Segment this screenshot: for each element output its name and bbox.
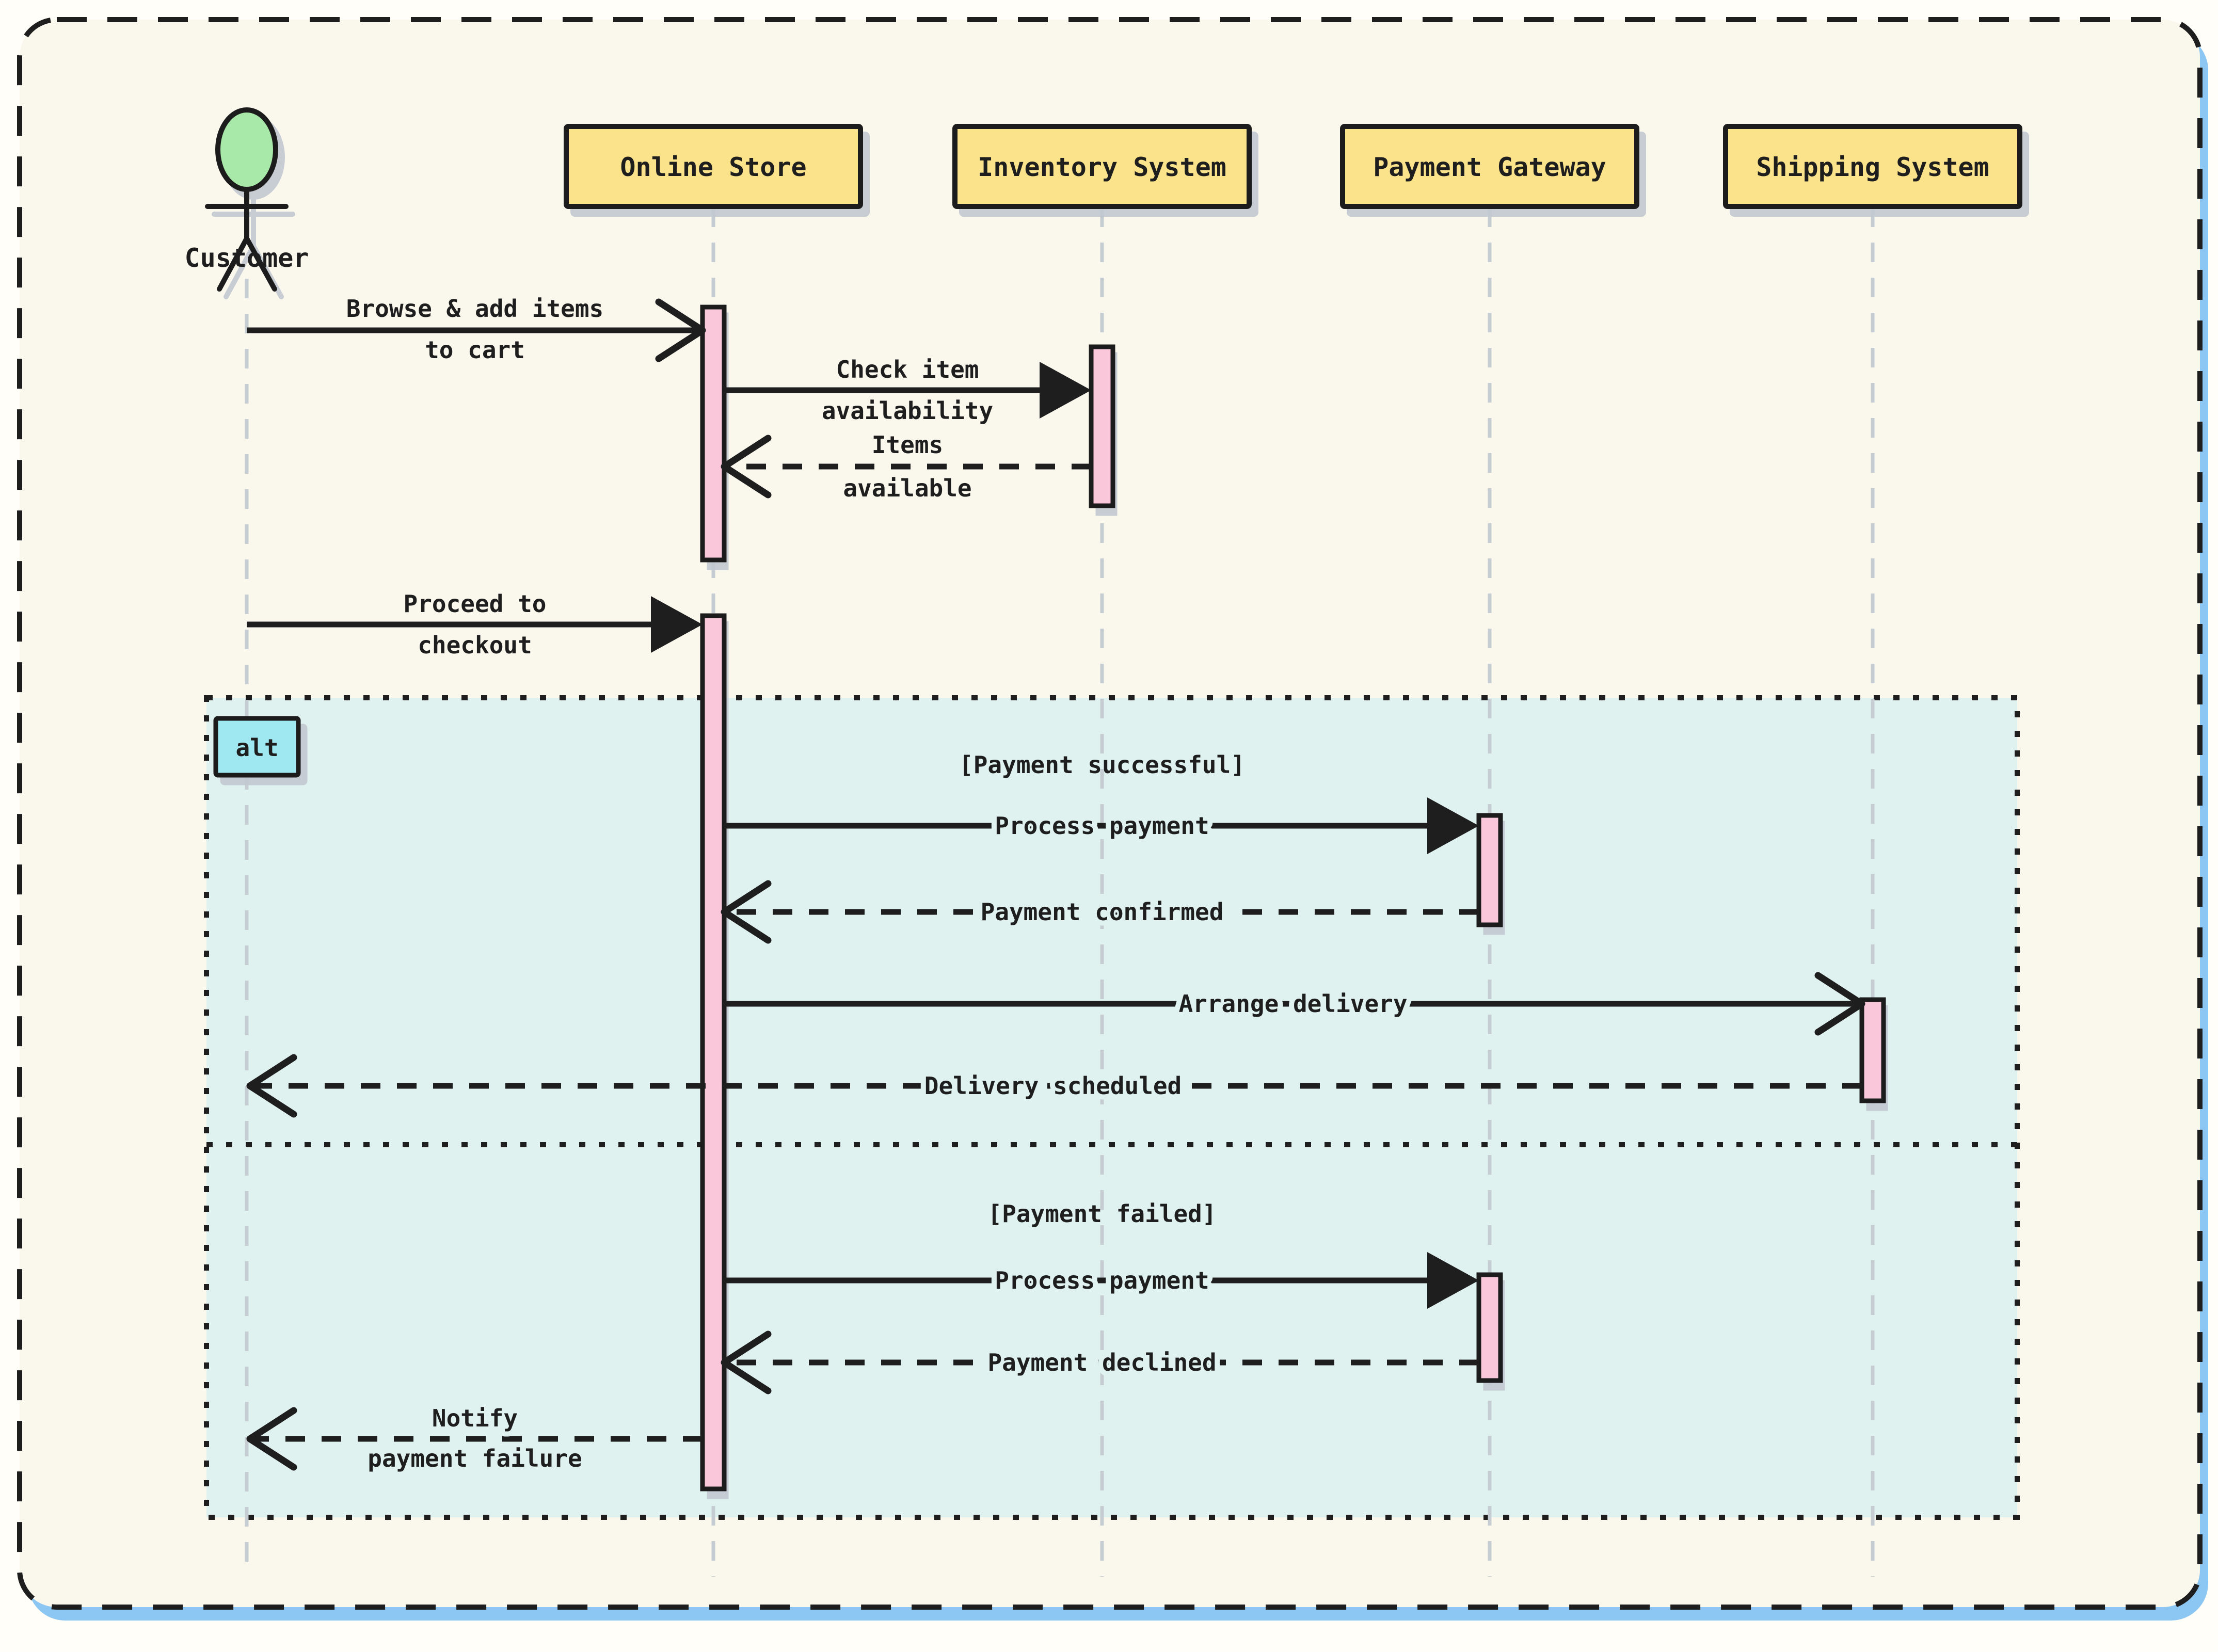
message-confirmed-label: Payment confirmed: [981, 898, 1224, 926]
participant-label-inventory-system: Inventory System: [978, 152, 1226, 182]
message-declined-arrowhead-icon: [721, 1330, 772, 1394]
message-proceed-label-1: Proceed to: [404, 590, 547, 618]
message-arrange-delivery: Arrange delivery: [724, 972, 1865, 1036]
message-check-label-2: availability: [822, 397, 993, 425]
message-notify-failure: Notify payment failure: [246, 1399, 703, 1478]
message-arrange-label: Arrange delivery: [1178, 990, 1407, 1018]
message-notify-label-2: payment failure: [368, 1445, 582, 1472]
participant-online-store: Online Store: [564, 124, 863, 209]
message-items-arrowhead-icon: [721, 435, 772, 499]
participant-box-payment-gateway: [1340, 124, 1639, 209]
message-arrange-arrowhead-icon: [1814, 972, 1865, 1036]
activation-payment-gateway-2: [1476, 1272, 1503, 1383]
message-items-label-2: available: [843, 474, 971, 502]
alt-label-box: [213, 716, 301, 778]
activation-shipping-system: [1859, 997, 1886, 1103]
actor-customer: Customer: [185, 107, 309, 292]
participant-payment-gateway: Payment Gateway: [1340, 124, 1639, 209]
message-declined-label: Payment declined: [987, 1349, 1216, 1376]
message-process-payment-2: Process payment: [724, 1252, 1479, 1309]
message-process2-arrowhead-icon: [1427, 1252, 1479, 1309]
participant-label-online-store: Online Store: [620, 152, 806, 182]
alt-guard-payment-successful: [Payment successful]: [959, 751, 1245, 779]
message-browse-arrowhead-icon: [655, 298, 706, 362]
alt-header: alt [Payment successful] [Payment failed…: [213, 716, 1245, 1228]
message-process1-label: Process payment: [995, 812, 1209, 840]
message-browse-label-2: to cart: [425, 336, 525, 364]
customer-actor-icon: [205, 107, 289, 292]
message-payment-declined: Payment declined: [721, 1330, 1479, 1394]
alt-label: alt: [235, 734, 278, 762]
message-process1-arrowhead-icon: [1427, 797, 1479, 854]
message-delivery-scheduled: Delivery scheduled: [246, 1054, 1862, 1118]
alt-fragment-box: [204, 695, 2020, 1520]
message-check-label-1: Check item: [836, 356, 979, 383]
activation-online-store-1: [700, 304, 727, 563]
message-payment-confirmed: Payment confirmed: [721, 880, 1479, 944]
participant-box-shipping-system: [1723, 124, 2022, 209]
activation-online-store-2: [700, 613, 727, 1491]
participant-inventory-system: Inventory System: [952, 124, 1252, 209]
message-check-availability: Check item availability: [724, 350, 1091, 430]
alt-fragment: [204, 695, 2020, 1520]
message-notify-arrowhead-icon: [246, 1407, 297, 1471]
participant-box-inventory-system: [952, 124, 1252, 209]
activation-bars: [700, 304, 1886, 1491]
message-confirmed-arrowhead-icon: [721, 880, 772, 944]
activation-inventory-system: [1089, 344, 1115, 508]
message-browse: Browse & add items to cart: [247, 290, 706, 369]
message-process-payment-1: Process payment: [724, 797, 1479, 854]
participant-box-online-store: [564, 124, 863, 209]
message-check-arrowhead-icon: [1040, 362, 1091, 419]
message-scheduled-label: Delivery scheduled: [924, 1072, 1182, 1100]
alt-guard-payment-failed: [Payment failed]: [987, 1200, 1216, 1228]
activation-payment-gateway-1: [1476, 813, 1503, 927]
participant-label-shipping-system: Shipping System: [1756, 152, 1989, 182]
participant-shipping-system: Shipping System: [1723, 124, 2022, 209]
customer-label: Customer: [185, 243, 309, 273]
message-scheduled-arrowhead-icon: [246, 1054, 297, 1118]
message-proceed-arrowhead-icon: [651, 596, 703, 653]
message-proceed-label-2: checkout: [418, 631, 532, 659]
message-notify-label-1: Notify: [432, 1404, 518, 1432]
message-process2-label: Process payment: [995, 1266, 1209, 1294]
participant-label-payment-gateway: Payment Gateway: [1373, 152, 1606, 182]
message-items-available: Items available: [721, 426, 1091, 507]
message-browse-label-1: Browse & add items: [346, 295, 604, 323]
message-items-label-1: Items: [872, 431, 943, 459]
message-proceed-checkout: Proceed to checkout: [247, 585, 703, 664]
